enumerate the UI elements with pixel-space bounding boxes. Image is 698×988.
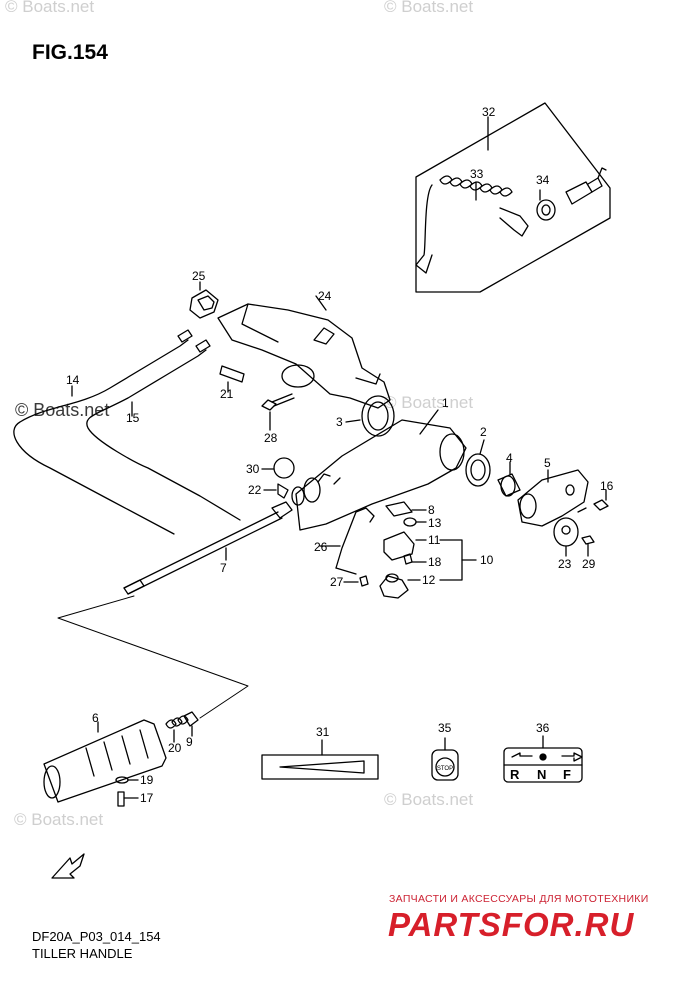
spring-20: [165, 715, 189, 743]
callout-28: 28: [264, 431, 278, 445]
washer-30: [261, 457, 295, 479]
callout-25: 25: [192, 269, 206, 283]
callout-11: 11: [428, 533, 441, 547]
callout-29: 29: [582, 557, 596, 571]
watermark-mid-left: © Boats.net: [15, 400, 110, 420]
watermark-top-left: © Boats.net: [5, 0, 95, 16]
friction-plate-23: [553, 517, 579, 557]
clip-22: [263, 483, 289, 499]
callout-9: 9: [186, 735, 193, 749]
callout-30: 30: [246, 462, 260, 476]
callout-22: 22: [248, 483, 262, 497]
screw-13: [403, 517, 427, 527]
callout-32: 32: [482, 105, 496, 119]
shift-decal-n: N: [537, 767, 546, 782]
brand-logo: PARTSFOR.RU: [388, 906, 635, 943]
assembly-reference-lines: [57, 595, 249, 719]
watermark-bottom-right: © Boats.net: [384, 790, 474, 809]
callout-19: 19: [140, 773, 154, 787]
stop-decal-text: STOP: [437, 766, 453, 772]
throttle-grip-6: [43, 719, 167, 803]
callout-21: 21: [220, 387, 234, 401]
callout-24: 24: [318, 289, 332, 303]
watermark-top-right: © Boats.net: [384, 0, 474, 16]
figure-title: FIG.154: [32, 41, 108, 64]
callout-33: 33: [470, 167, 484, 181]
plate-8: [385, 501, 427, 517]
watermark-mid-right: © Boats.net: [384, 393, 474, 412]
bolt-28: [261, 393, 295, 431]
bracket-11: [383, 531, 427, 561]
bushing-3: [345, 395, 395, 437]
callout-2: 2: [480, 425, 487, 439]
knob-12: [379, 573, 421, 599]
callout-7: 7: [220, 561, 227, 575]
callout-18: 18: [428, 555, 442, 569]
callout-5: 5: [544, 456, 551, 470]
clip-25: [189, 281, 219, 319]
decal-36: [503, 735, 583, 783]
pin-21: [219, 365, 245, 393]
callout-3: 3: [336, 415, 343, 429]
washer-19: [115, 776, 139, 784]
group-10-bracket: [439, 539, 477, 581]
stop-switch-body: [565, 167, 607, 205]
callout-31: 31: [316, 725, 330, 739]
callout-36: 36: [536, 721, 550, 735]
callout-35: 35: [438, 721, 452, 735]
washer-2: [465, 439, 491, 487]
callout-13: 13: [428, 516, 442, 530]
callout-12: 12: [422, 573, 436, 587]
bushing-4: [497, 461, 521, 497]
callout-20: 20: [168, 741, 182, 755]
plug-9: [183, 711, 199, 737]
throttle-cable-14: [13, 329, 193, 535]
throttle-housing-5: [517, 469, 589, 527]
brand-subtitle: ЗАПЧАСТИ И АКСЕССУАРЫ ДЛЯ МОТОТЕХНИКИ: [389, 893, 649, 905]
kit-32-outline: [415, 102, 611, 293]
shift-decal-r: R: [510, 767, 520, 782]
spring-26: [319, 507, 375, 575]
decal-35: [431, 737, 459, 781]
diagram-name: TILLER HANDLE: [32, 946, 133, 961]
screw-17: [117, 791, 139, 807]
stop-switch-lanyard-33: [415, 175, 529, 274]
callout-8: 8: [428, 503, 435, 517]
diagram-code: DF20A_P03_014_154: [32, 929, 161, 944]
screw-18: [403, 553, 427, 565]
callout-4: 4: [506, 451, 513, 465]
callout-34: 34: [536, 173, 550, 187]
tiller-handle-1: [291, 409, 467, 531]
shift-decal-letters: R N F: [510, 767, 571, 782]
callout-6: 6: [92, 711, 99, 725]
throttle-shaft-7: [123, 501, 293, 595]
tiller-bracket-24: [217, 295, 391, 409]
callout-numbers: 1 2 3 4 5 6 7 8 9 10 11 12 13 14 15 16 1…: [66, 105, 614, 805]
fwd-arrow-icon: [51, 853, 85, 879]
callout-26: 26: [314, 540, 328, 554]
nut-34: [536, 189, 556, 221]
callout-14: 14: [66, 373, 80, 387]
watermark-bottom-left: © Boats.net: [14, 810, 104, 829]
throttle-cable-15: [86, 339, 241, 521]
callout-1: 1: [442, 396, 449, 410]
callout-15: 15: [126, 411, 140, 425]
screw-27: [343, 575, 369, 587]
screw-29: [581, 535, 595, 557]
bolt-16: [577, 489, 609, 513]
decal-31: [261, 739, 379, 780]
callout-17: 17: [140, 791, 154, 805]
callout-16: 16: [600, 479, 614, 493]
callout-27: 27: [330, 575, 344, 589]
callout-23: 23: [558, 557, 572, 571]
shift-decal-f: F: [563, 767, 571, 782]
callout-10: 10: [480, 553, 494, 567]
